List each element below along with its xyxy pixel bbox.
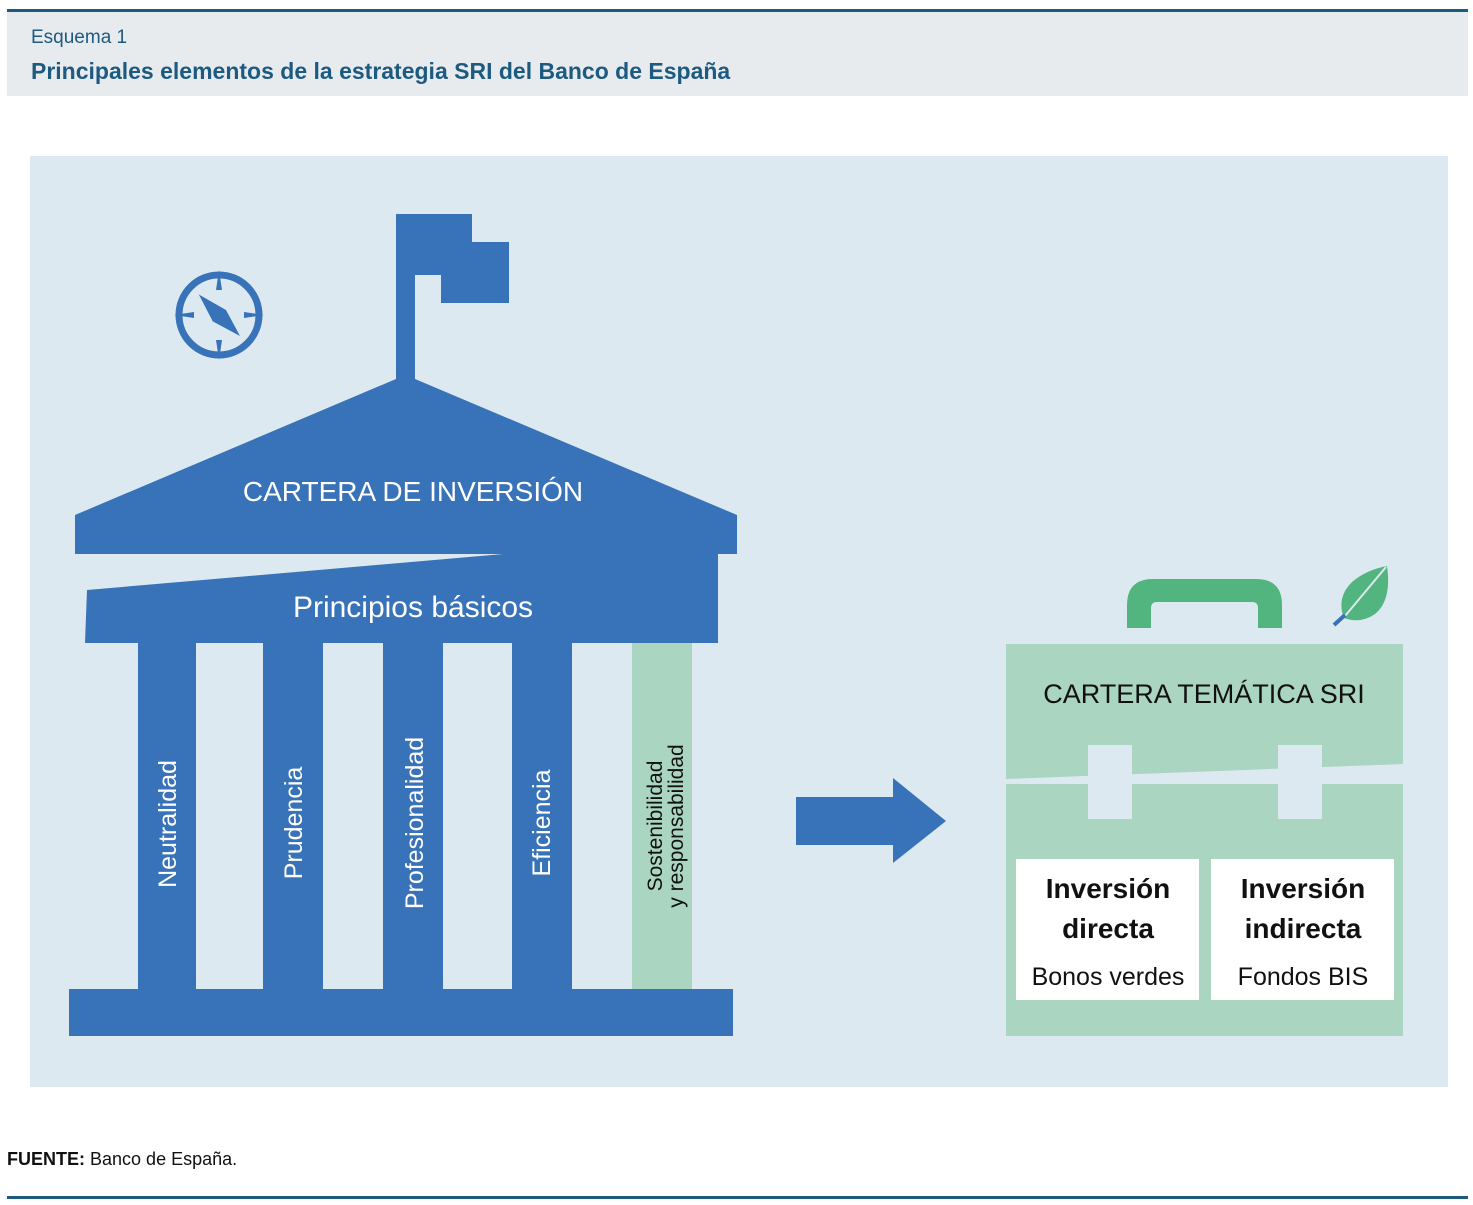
pillar-label: Sostenibilidad — [644, 761, 667, 892]
investment-heading: directa — [1062, 913, 1154, 944]
figure-header: Esquema 1 Principales elementos de la es… — [7, 12, 1468, 96]
pillar-label: y responsabilidad — [665, 744, 688, 907]
briefcase-clasp — [1278, 745, 1322, 819]
pillar-label: Neutralidad — [154, 760, 182, 888]
source-text: Banco de España. — [90, 1149, 238, 1169]
arrow-right-icon — [796, 778, 946, 863]
pillar-label: Prudencia — [280, 767, 308, 880]
building: CARTERA DE INVERSIÓN Principios básicos … — [69, 379, 737, 1036]
source-note: FUENTE: Banco de España. — [7, 1149, 237, 1170]
top-rule — [7, 9, 1468, 12]
pillar — [263, 643, 323, 990]
investment-box — [1211, 859, 1394, 1000]
investment-detail: Fondos BIS — [1238, 963, 1369, 991]
source-label: FUENTE: — [7, 1149, 85, 1169]
compass-icon — [174, 270, 264, 360]
pillar-highlight — [632, 643, 692, 990]
figure-title: Principales elementos de la estrategia S… — [31, 58, 731, 84]
pillar — [138, 643, 196, 990]
roof — [75, 379, 737, 554]
investment-heading: Inversión — [1046, 873, 1170, 904]
investment-heading: Inversión — [1241, 873, 1365, 904]
briefcase-lid — [1006, 644, 1403, 779]
pillar — [512, 643, 572, 990]
pillar-label: Profesionalidad — [401, 737, 429, 909]
investment-heading: indirecta — [1245, 913, 1362, 944]
pillar-label: Eficiencia — [528, 769, 556, 876]
entablature — [85, 553, 718, 643]
bottom-rule — [7, 1196, 1468, 1199]
flag-icon — [396, 214, 509, 384]
briefcase-clasp — [1088, 745, 1132, 819]
pillar — [383, 643, 443, 990]
leaf-icon — [1332, 566, 1389, 627]
base — [69, 989, 733, 1036]
figure-kicker: Esquema 1 — [31, 27, 128, 48]
briefcase-handle — [1127, 579, 1282, 628]
briefcase-title: CARTERA TEMÁTICA SRI — [1043, 679, 1365, 709]
investment-box — [1016, 859, 1199, 1000]
roof-label: CARTERA DE INVERSIÓN — [243, 476, 583, 507]
briefcase: CARTERA TEMÁTICA SRI Inversión directa B… — [1006, 579, 1403, 1036]
investment-detail: Bonos verdes — [1032, 963, 1185, 991]
entablature-label: Principios básicos — [293, 591, 533, 624]
